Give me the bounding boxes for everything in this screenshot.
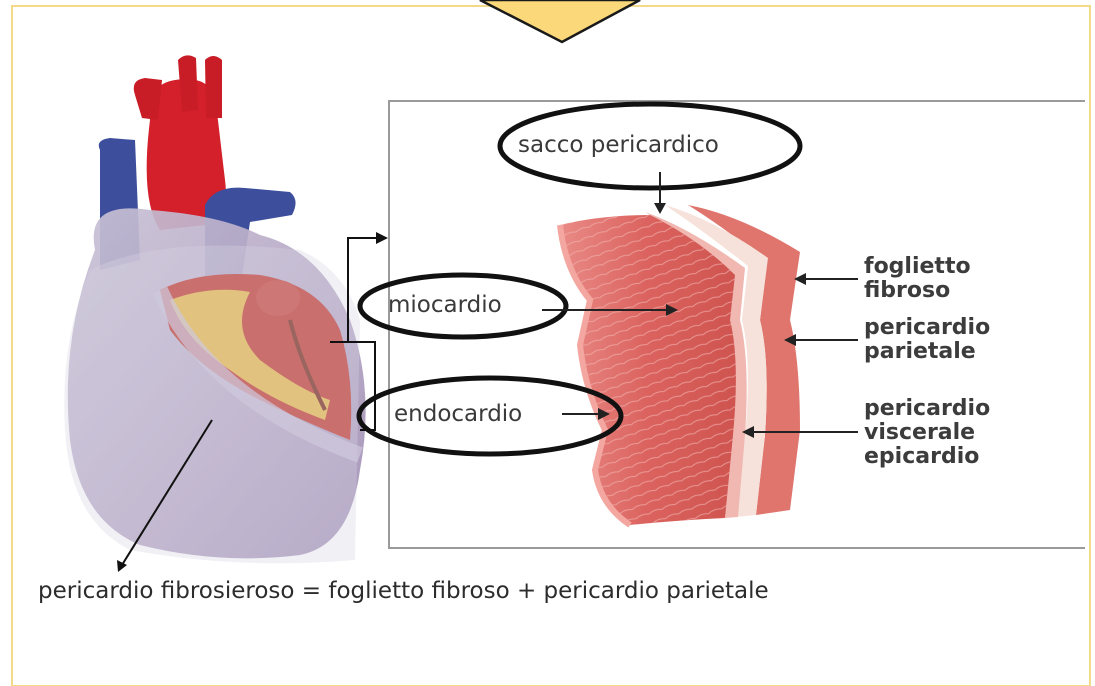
label-pericardio-parietale: pericardio parietale — [864, 316, 990, 364]
heart-illustration — [64, 55, 365, 563]
label-foglietto-fibroso-line2: fibroso — [864, 279, 971, 303]
label-endocardio: endocardio — [394, 401, 522, 427]
artery-branch-2 — [205, 56, 222, 118]
label-pericardio-parietale-line2: parietale — [864, 340, 990, 364]
bottom-caption: pericardio fibrosieroso = foglietto fibr… — [38, 578, 769, 604]
label-foglietto-fibroso: foglietto fibroso — [864, 255, 971, 303]
artery-branch-3 — [134, 78, 162, 120]
label-pericardio-viscerale-line3: epicardio — [864, 445, 990, 469]
label-pericardio-viscerale: pericardio viscerale epicardio — [864, 397, 990, 469]
label-sacco-pericardico: sacco pericardico — [518, 132, 719, 158]
label-pericardio-viscerale-line1: pericardio — [864, 397, 990, 421]
label-foglietto-fibroso-line1: foglietto — [864, 255, 971, 279]
label-pericardio-parietale-line1: pericardio — [864, 316, 990, 340]
leader-bottom-arrowhead — [117, 560, 127, 572]
arrowhead-sacco — [654, 203, 666, 214]
top-arrow-tab — [480, 0, 640, 42]
pericardial-sheet — [64, 246, 360, 564]
label-miocardio: miocardio — [388, 292, 502, 318]
label-pericardio-viscerale-line2: viscerale — [864, 421, 990, 445]
wall-cross-section — [560, 205, 800, 525]
leader-to-panel-arrowhead — [376, 232, 388, 244]
